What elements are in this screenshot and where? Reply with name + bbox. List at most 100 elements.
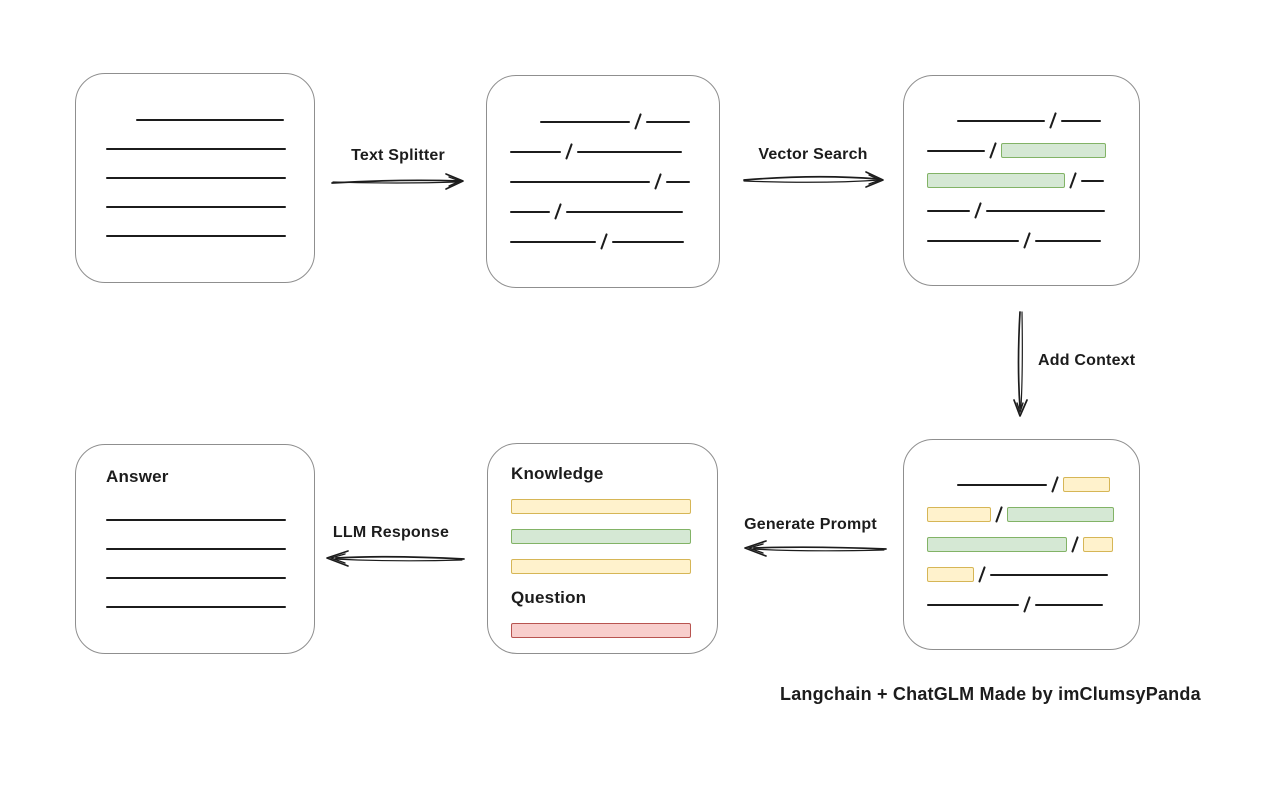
- highlight-chip-yellow: [927, 567, 974, 582]
- box-row: [957, 476, 1111, 493]
- text-line: [106, 148, 286, 150]
- box-row: [106, 599, 286, 615]
- highlight-chip-yellow: [1083, 537, 1114, 552]
- slash-separator: [1023, 232, 1032, 249]
- highlight-chip-green: [927, 537, 1067, 552]
- slash-separator: [1023, 596, 1032, 613]
- text-line: [510, 210, 550, 213]
- vector-search-result-box: [903, 75, 1140, 286]
- text-line: [1061, 119, 1102, 122]
- box-row: [106, 199, 286, 215]
- text-line: [510, 150, 561, 153]
- text-line: [1035, 603, 1104, 606]
- slash-separator: [974, 202, 983, 219]
- slash-separator: [554, 203, 563, 220]
- text-line: [1035, 239, 1102, 242]
- text-line: [666, 180, 691, 183]
- box-row: [510, 143, 683, 160]
- slash-separator: [1049, 112, 1058, 129]
- text-line: [577, 150, 683, 153]
- text-line: [927, 209, 970, 212]
- box-row: [927, 506, 1115, 523]
- box-row: [511, 622, 691, 638]
- box-row: [510, 203, 684, 220]
- box-row: [510, 173, 691, 190]
- box-label: Answer: [106, 467, 169, 486]
- box-row: [511, 528, 691, 544]
- text-line: [927, 239, 1019, 242]
- vector-search-label: Vector Search: [758, 146, 868, 163]
- generate-prompt-label: Generate Prompt: [744, 516, 877, 533]
- box-row: [106, 541, 286, 557]
- text-line: [106, 206, 286, 208]
- text-splitter-arrow: [331, 173, 464, 190]
- box-row: [927, 232, 1102, 249]
- text-line: [927, 603, 1019, 606]
- text-line: [510, 180, 650, 183]
- box-row: Knowledge: [511, 464, 603, 484]
- source-document-box: [75, 73, 315, 283]
- generate-prompt-arrow: [744, 540, 887, 557]
- box-row: [927, 172, 1105, 189]
- add-context-arrow: [1013, 311, 1028, 417]
- text-line: [957, 483, 1047, 486]
- highlight-chip-yellow: [927, 507, 991, 522]
- split-chunks-box: [486, 75, 720, 288]
- text-line: [136, 119, 284, 121]
- box-row: [106, 512, 286, 528]
- slash-separator: [978, 566, 987, 583]
- box-row: [511, 558, 691, 574]
- text-line: [646, 120, 691, 123]
- slash-separator: [995, 506, 1004, 523]
- highlight-chip-green: [927, 173, 1065, 188]
- slash-separator: [989, 142, 998, 159]
- box-row: [510, 233, 685, 250]
- vector-search-arrow: [743, 171, 884, 188]
- slash-separator: [1069, 172, 1078, 189]
- highlight-chip-green: [1001, 143, 1107, 158]
- text-line: [106, 606, 286, 608]
- text-line: [106, 548, 286, 550]
- highlight-chip-green: [1007, 507, 1115, 522]
- text-line: [990, 573, 1109, 576]
- box-label: Knowledge: [511, 464, 604, 483]
- text-line: [957, 119, 1045, 122]
- box-row: [136, 112, 284, 128]
- answer-box: Answer: [75, 444, 315, 654]
- text-line: [540, 120, 630, 123]
- slash-separator: [600, 233, 609, 250]
- box-row: [511, 498, 691, 514]
- box-row: [106, 570, 286, 586]
- box-row: [106, 170, 286, 186]
- text-line: [986, 209, 1106, 212]
- highlight-chip-yellow: [1063, 477, 1111, 492]
- slash-separator: [1051, 476, 1060, 493]
- highlight-chip-red: [511, 622, 691, 638]
- box-row: [927, 202, 1106, 219]
- slash-separator: [634, 113, 643, 130]
- box-row: Question: [511, 588, 586, 608]
- text-line: [566, 210, 684, 213]
- llm-response-arrow: [326, 550, 465, 567]
- text-line: [106, 519, 286, 521]
- llm-response-label: LLM Response: [332, 524, 450, 541]
- box-row: [106, 141, 286, 157]
- text-line: [106, 177, 286, 179]
- box-row: [927, 142, 1107, 159]
- text-line: [106, 235, 286, 237]
- slash-separator: [565, 143, 574, 160]
- highlight-chip-yellow: [511, 558, 691, 574]
- text-line: [927, 149, 985, 152]
- highlight-chip-yellow: [511, 498, 691, 514]
- slash-separator: [654, 173, 663, 190]
- box-row: [927, 596, 1104, 613]
- text-line: [612, 240, 685, 243]
- text-line: [1081, 179, 1105, 182]
- slash-separator: [1071, 536, 1080, 553]
- box-row: [957, 112, 1102, 129]
- box-row: [106, 228, 286, 244]
- box-label: Question: [511, 588, 587, 607]
- box-row: [927, 566, 1109, 583]
- box-row: [927, 536, 1114, 553]
